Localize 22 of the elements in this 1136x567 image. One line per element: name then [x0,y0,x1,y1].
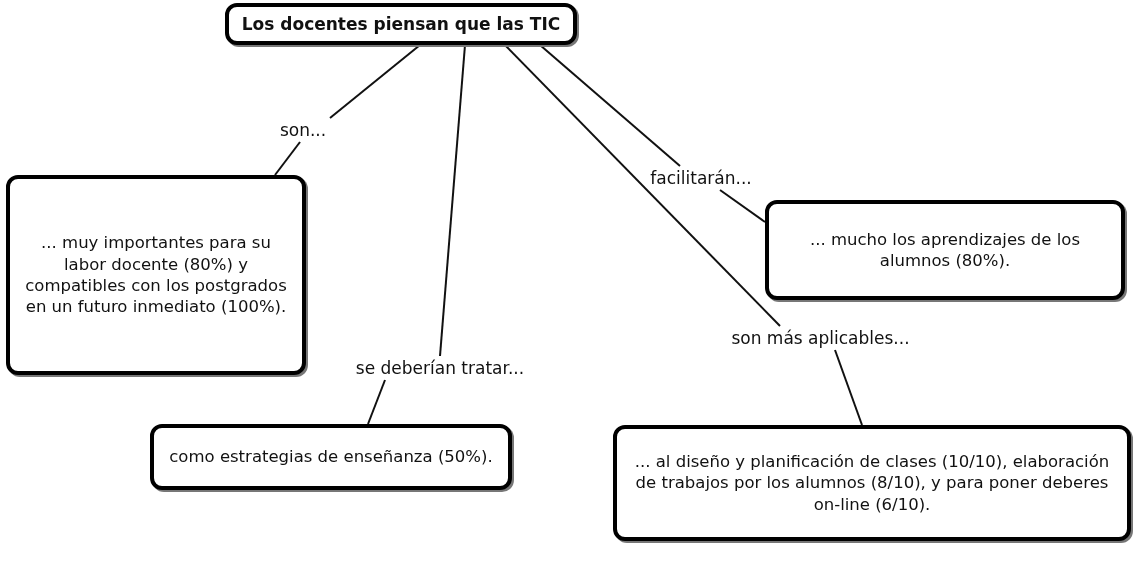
connector-line [834,349,863,426]
connector-line [439,44,466,357]
linking-phrase: se deberían tratar... [355,356,525,380]
connector-line [539,44,681,167]
concept-text: Los docentes piensan que las TIC [241,12,561,36]
connector-line [274,141,301,176]
linking-phrase: son... [279,118,327,142]
connector-line [329,44,421,119]
concept-text: ... mucho los aprendizajes de los alumnos (80%). [808,228,1082,272]
connector-line [367,379,386,425]
linking-phrase: facilitarán... [650,166,752,190]
linking-phrase: son más aplicables... [731,326,910,350]
concept-text: ... muy importantes para su labor docente (80%) y compatibles con los postgrados en un futuro inmediato (100%). [24,232,288,318]
concept-text: como estrategias de enseñanza (50%). [169,446,493,468]
connector-line [504,44,781,327]
connector-line [719,189,766,223]
concept-box [6,175,306,375]
concept-box [150,424,512,490]
concept-box [765,200,1125,300]
concept-text: ... al diseño y planificación de clases (10/10), elaboración de trabajos por los alumnos (8/10), y para poner deberes on-line (6/10). [633,450,1111,516]
concept-box [225,3,577,45]
concept-box [613,425,1131,541]
